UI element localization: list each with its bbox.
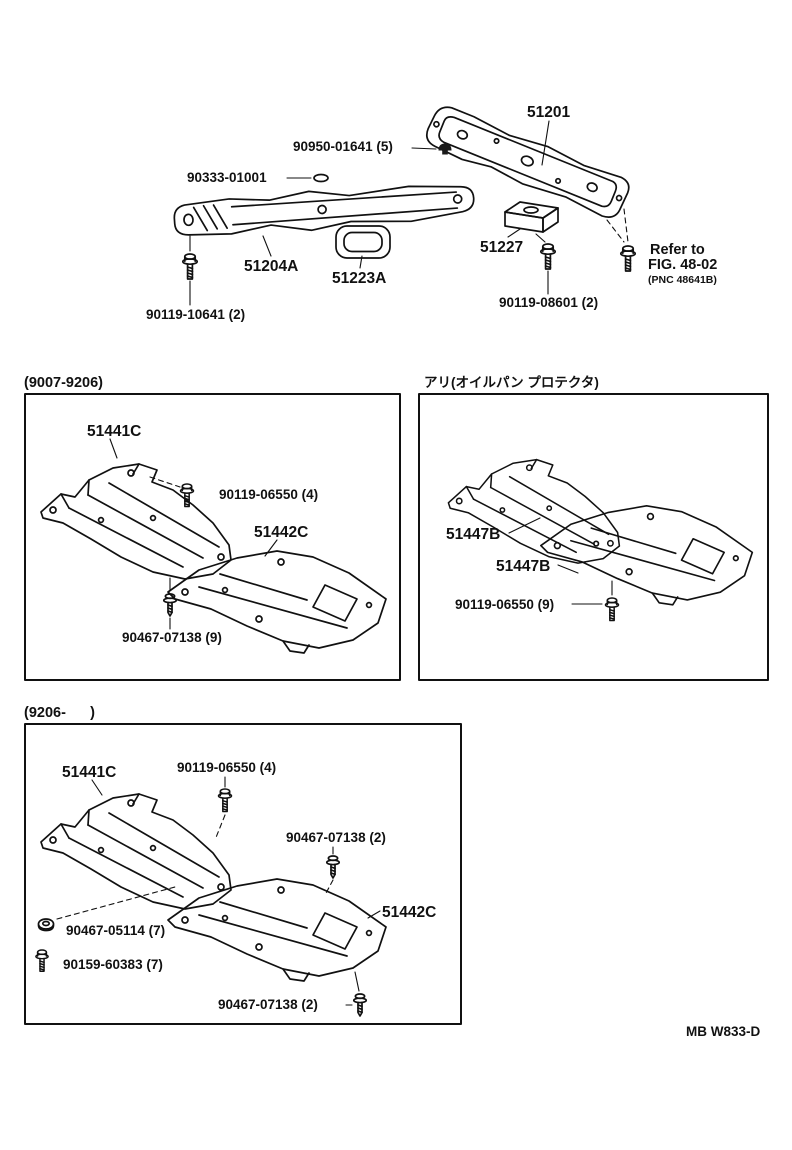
leader-lines <box>91 120 613 1006</box>
part-label-51447b-upper: 51447B <box>446 526 501 543</box>
part-label-90119-10641: 90119-10641 (2) <box>146 307 246 322</box>
screw-90467-07138-late-lower-icon <box>352 993 368 1017</box>
nut-90467-05114-icon <box>37 918 55 932</box>
bolt-90119-08601-icon <box>539 243 557 270</box>
part-label-51447b-lower: 51447B <box>496 558 551 575</box>
bolt-90159-60383-icon <box>35 949 49 972</box>
part-51442c-late-drawing <box>167 878 387 982</box>
refer-fig-text: FIG. 48-02 <box>648 257 718 273</box>
part-51441c-late-drawing <box>40 793 232 910</box>
part-label-90950-01641: 90950-01641 (5) <box>293 139 393 154</box>
box-late-title: (9206- ) <box>24 705 95 721</box>
part-label-51441c-late: 51441C <box>62 764 117 781</box>
refer-to-text: Refer to <box>650 242 705 258</box>
part-51223a-drawing <box>335 225 391 259</box>
box-protector-title: アリ(オイルパン プロテクタ) <box>424 375 599 390</box>
part-label-51442c-late: 51442C <box>382 904 437 921</box>
part-51204a-drawing <box>173 185 475 236</box>
part-label-51223a: 51223A <box>332 270 387 287</box>
box-early-title: (9007-9206) <box>24 375 103 391</box>
figure-code: MB W833-D <box>686 1024 761 1039</box>
screw-90467-07138-early-icon <box>162 593 178 617</box>
grommet-90333-icon <box>313 173 329 183</box>
box-early-border <box>24 393 401 681</box>
part-label-51201: 51201 <box>527 104 571 121</box>
part-label-90119-06550-late: 90119-06550 (4) <box>177 760 277 775</box>
bolt-90119-06550-late-icon <box>217 788 233 813</box>
part-label-90119-06550-early: 90119-06550 (4) <box>219 487 319 502</box>
bolt-90119-06550-protector-icon <box>604 597 620 622</box>
part-label-90467-07138-late-lower: 90467-07138 (2) <box>218 997 318 1012</box>
part-label-90467-05114: 90467-05114 (7) <box>66 923 166 938</box>
bolt-90119-10641-icon <box>181 253 199 280</box>
part-51201-drawing <box>425 106 630 218</box>
part-label-90333-01001: 90333-01001 <box>187 170 267 185</box>
part-51441c-early-drawing <box>40 463 232 580</box>
part-label-51227: 51227 <box>480 239 524 256</box>
bolt-48641b-icon <box>619 245 637 272</box>
screw-90467-07138-late-upper-icon <box>325 855 341 879</box>
part-label-90467-07138-late-upper: 90467-07138 (2) <box>286 830 386 845</box>
box-protector-border <box>418 393 769 681</box>
part-label-90159-60383: 90159-60383 (7) <box>63 957 163 972</box>
dashed-leader-lines <box>56 208 629 920</box>
part-label-51204a: 51204A <box>244 258 299 275</box>
part-label-51441c-early: 51441C <box>87 423 142 440</box>
part-label-90467-07138-early: 90467-07138 (9) <box>122 630 222 645</box>
refer-pnc-text: (PNC 48641B) <box>648 274 717 286</box>
part-label-51442c-early: 51442C <box>254 524 309 541</box>
part-label-90119-06550-protector: 90119-06550 (9) <box>455 597 555 612</box>
part-51227-drawing <box>504 201 559 233</box>
part-label-90119-08601: 90119-08601 (2) <box>499 295 599 310</box>
part-51447b-lower-drawing <box>540 504 754 606</box>
box-late-border <box>24 723 462 1025</box>
